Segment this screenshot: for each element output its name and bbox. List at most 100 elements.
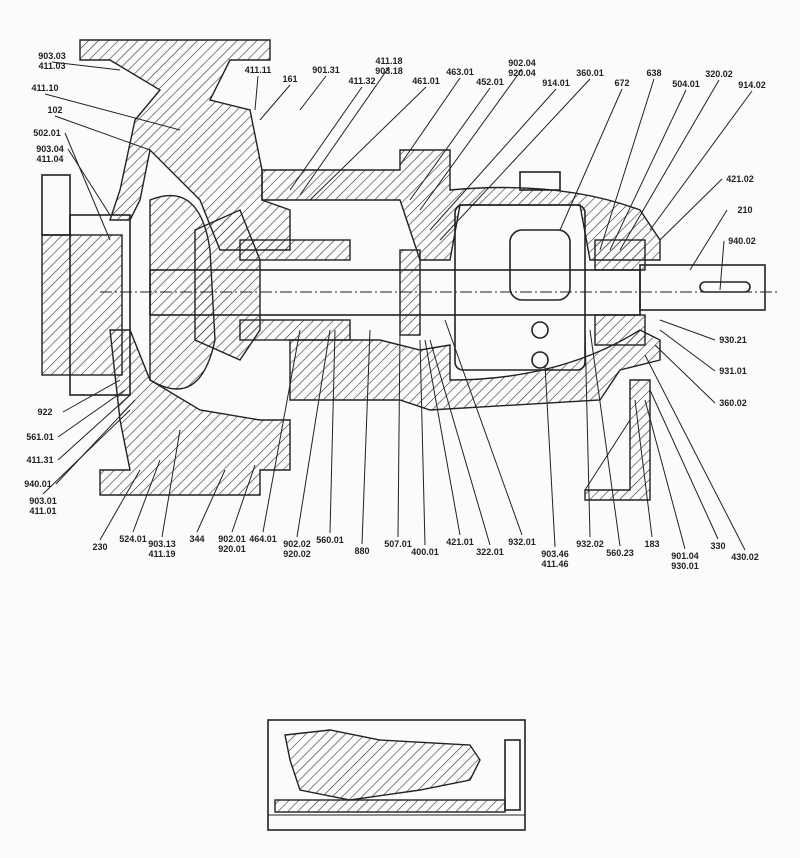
leader-line bbox=[54, 115, 151, 151]
part-label: 914.01 bbox=[542, 78, 570, 88]
leader-line bbox=[196, 469, 226, 533]
leader-line bbox=[259, 84, 291, 121]
part-label: 903.01 bbox=[29, 496, 57, 506]
part-label: 903.03 bbox=[38, 51, 66, 61]
part-label: 411.10 bbox=[31, 83, 58, 93]
pump-casing bbox=[41, 39, 291, 496]
part-label: 360.01 bbox=[576, 68, 604, 78]
part-label: 560.23 bbox=[606, 548, 634, 558]
part-label: 672 bbox=[614, 78, 629, 88]
leader-line bbox=[309, 86, 427, 201]
part-label: 411.11 bbox=[245, 65, 272, 75]
leader-line bbox=[161, 429, 181, 538]
part-label: 901.04 bbox=[671, 551, 699, 561]
part-label: 411.04 bbox=[36, 154, 63, 164]
leader-line bbox=[132, 459, 161, 533]
leader-line bbox=[62, 379, 121, 413]
part-label: 210 bbox=[737, 205, 752, 215]
leader-line bbox=[424, 339, 461, 536]
leader-line bbox=[231, 464, 256, 533]
leader-line bbox=[439, 78, 591, 241]
part-label: 920.04 bbox=[508, 68, 536, 78]
leader-line bbox=[262, 329, 301, 533]
part-label: 411.01 bbox=[29, 506, 56, 516]
part-label: 461.01 bbox=[412, 76, 440, 86]
part-label: 452.01 bbox=[476, 77, 504, 87]
leader-line bbox=[719, 240, 725, 291]
part-label: 880 bbox=[354, 546, 369, 556]
part-label: 411.32 bbox=[348, 76, 375, 86]
leader-line bbox=[299, 75, 327, 111]
leader-line bbox=[599, 78, 655, 251]
part-label: 411.18 bbox=[375, 56, 402, 66]
part-label: 914.02 bbox=[738, 80, 766, 90]
part-labels: 903.03411.03411.10102502.01903.04411.049… bbox=[24, 51, 766, 571]
bearing-bracket bbox=[261, 149, 661, 501]
leader-line bbox=[419, 68, 523, 211]
inset-detail bbox=[267, 719, 526, 831]
part-label: 411.19 bbox=[148, 549, 175, 559]
part-label: 400.01 bbox=[411, 547, 439, 557]
part-label: 322.01 bbox=[476, 547, 504, 557]
part-label: 102 bbox=[47, 105, 62, 115]
part-label: 561.01 bbox=[26, 432, 54, 442]
leader-line bbox=[429, 88, 557, 231]
leader-line bbox=[544, 364, 556, 548]
part-label: 344 bbox=[189, 534, 204, 544]
part-label: 463.01 bbox=[446, 67, 474, 77]
leader-line bbox=[589, 329, 621, 547]
leader-line bbox=[444, 319, 523, 536]
leader-line bbox=[361, 329, 371, 545]
part-label: 421.02 bbox=[726, 174, 754, 184]
part-label: 903.18 bbox=[375, 66, 403, 76]
part-label: 902.01 bbox=[218, 534, 246, 544]
leader-line bbox=[64, 132, 111, 241]
leader-line bbox=[44, 93, 181, 131]
part-label: 411.31 bbox=[26, 455, 53, 465]
part-label: 320.02 bbox=[705, 69, 733, 79]
leader-line bbox=[57, 394, 131, 461]
leader-line bbox=[634, 399, 653, 538]
leader-line bbox=[644, 354, 746, 551]
leader-line bbox=[654, 344, 716, 404]
leader-line bbox=[51, 61, 121, 71]
part-label: 560.01 bbox=[316, 535, 344, 545]
part-label: 931.01 bbox=[719, 366, 747, 376]
part-label: 922 bbox=[37, 407, 52, 417]
leader-line bbox=[397, 329, 401, 538]
leader-line bbox=[649, 389, 719, 540]
leader-line bbox=[296, 329, 331, 538]
part-label: 330 bbox=[710, 541, 725, 551]
leader-line bbox=[299, 66, 390, 196]
leader-line bbox=[659, 329, 716, 372]
leader-line bbox=[67, 148, 111, 216]
leader-line bbox=[619, 79, 720, 251]
part-label: 903.04 bbox=[36, 144, 64, 154]
leader-line bbox=[689, 209, 728, 271]
part-label: 903.13 bbox=[148, 539, 176, 549]
part-label: 932.02 bbox=[576, 539, 604, 549]
part-label: 360.02 bbox=[719, 398, 747, 408]
leader-line bbox=[409, 87, 491, 201]
part-label: 940.01 bbox=[24, 479, 52, 489]
leader-line bbox=[659, 178, 723, 241]
part-label: 504.01 bbox=[672, 79, 700, 89]
part-label: 932.01 bbox=[508, 537, 536, 547]
part-label: 920.01 bbox=[218, 544, 246, 554]
part-label: 464.01 bbox=[249, 534, 277, 544]
part-label: 903.46 bbox=[541, 549, 569, 559]
part-label: 183 bbox=[644, 539, 659, 549]
leader-line bbox=[609, 89, 687, 251]
part-label: 161 bbox=[282, 74, 297, 84]
leader-line bbox=[329, 329, 336, 534]
leader-line bbox=[559, 88, 623, 231]
part-label: 902.04 bbox=[508, 58, 536, 68]
part-label: 901.31 bbox=[312, 65, 340, 75]
part-label: 902.02 bbox=[283, 539, 311, 549]
leader-lines bbox=[42, 61, 753, 551]
leader-line bbox=[584, 329, 591, 538]
leader-line bbox=[429, 339, 491, 546]
leader-line bbox=[99, 469, 141, 541]
